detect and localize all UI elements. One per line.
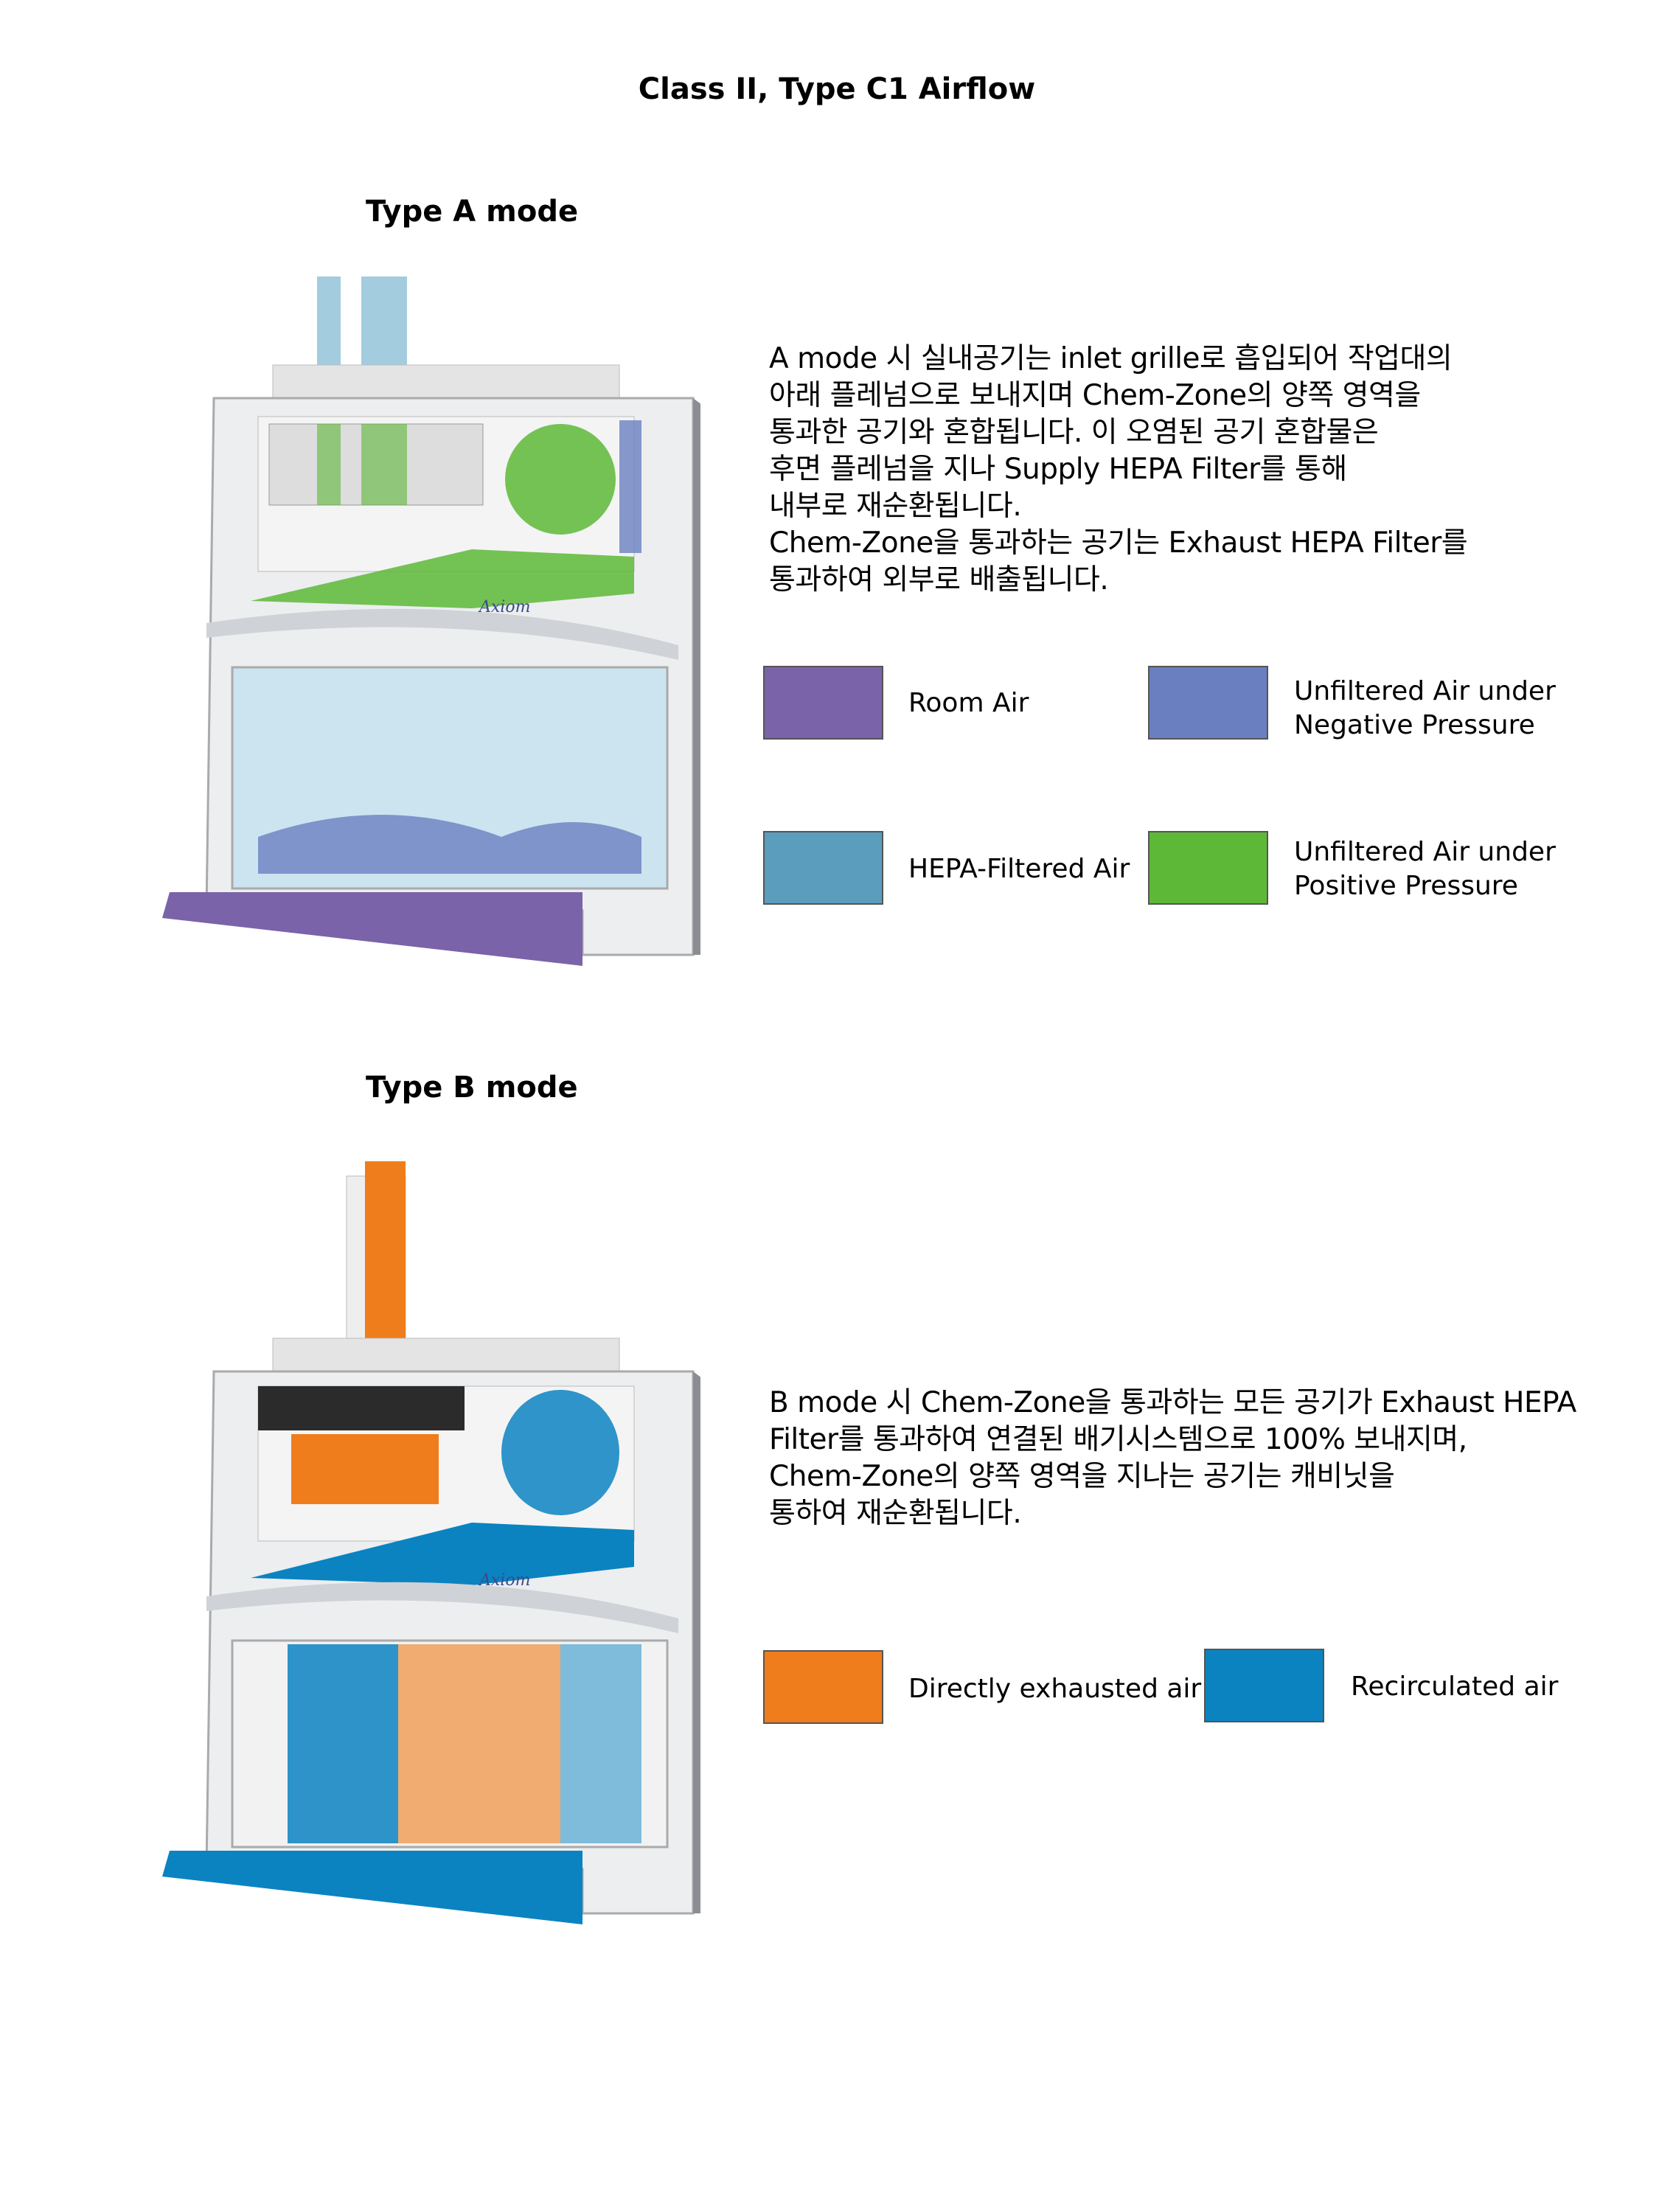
directly-exhausted-swatch [763, 1650, 883, 1724]
type-b-description: B mode 시 Chem-Zone을 통과하는 모든 공기가 Exhaust … [769, 1386, 1576, 1530]
hepa-filtered-swatch [763, 831, 883, 905]
legend-label: Directly exhausted air [908, 1674, 1202, 1704]
legend-label: Recirculated air [1351, 1672, 1559, 1702]
legend-label: Unfiltered Air under Positive Pressure [1294, 837, 1556, 901]
room-air-swatch [763, 666, 883, 740]
positive-pressure-swatch [1148, 831, 1268, 905]
page-title: Class II, Type C1 Airflow [638, 72, 1036, 106]
legend-item-room-air [763, 666, 883, 740]
legend-label: Room Air [908, 688, 1029, 718]
type-a-description: A mode 시 실내공기는 inlet grille로 흡입되어 작업대의 아… [769, 342, 1468, 597]
recirculated-swatch [1204, 1649, 1324, 1722]
type-b-heading: Type B mode [366, 1071, 578, 1105]
legend-label: Unfiltered Air under Negative Pressure [1294, 676, 1556, 740]
legend-label: HEPA-Filtered Air [908, 854, 1130, 884]
type-a-heading: Type A mode [366, 195, 579, 229]
type-a-cabinet-illustration: Axiom [162, 276, 700, 966]
type-b-cabinet-illustration: Axiom [162, 1161, 700, 1924]
negative-pressure-swatch [1148, 666, 1268, 740]
